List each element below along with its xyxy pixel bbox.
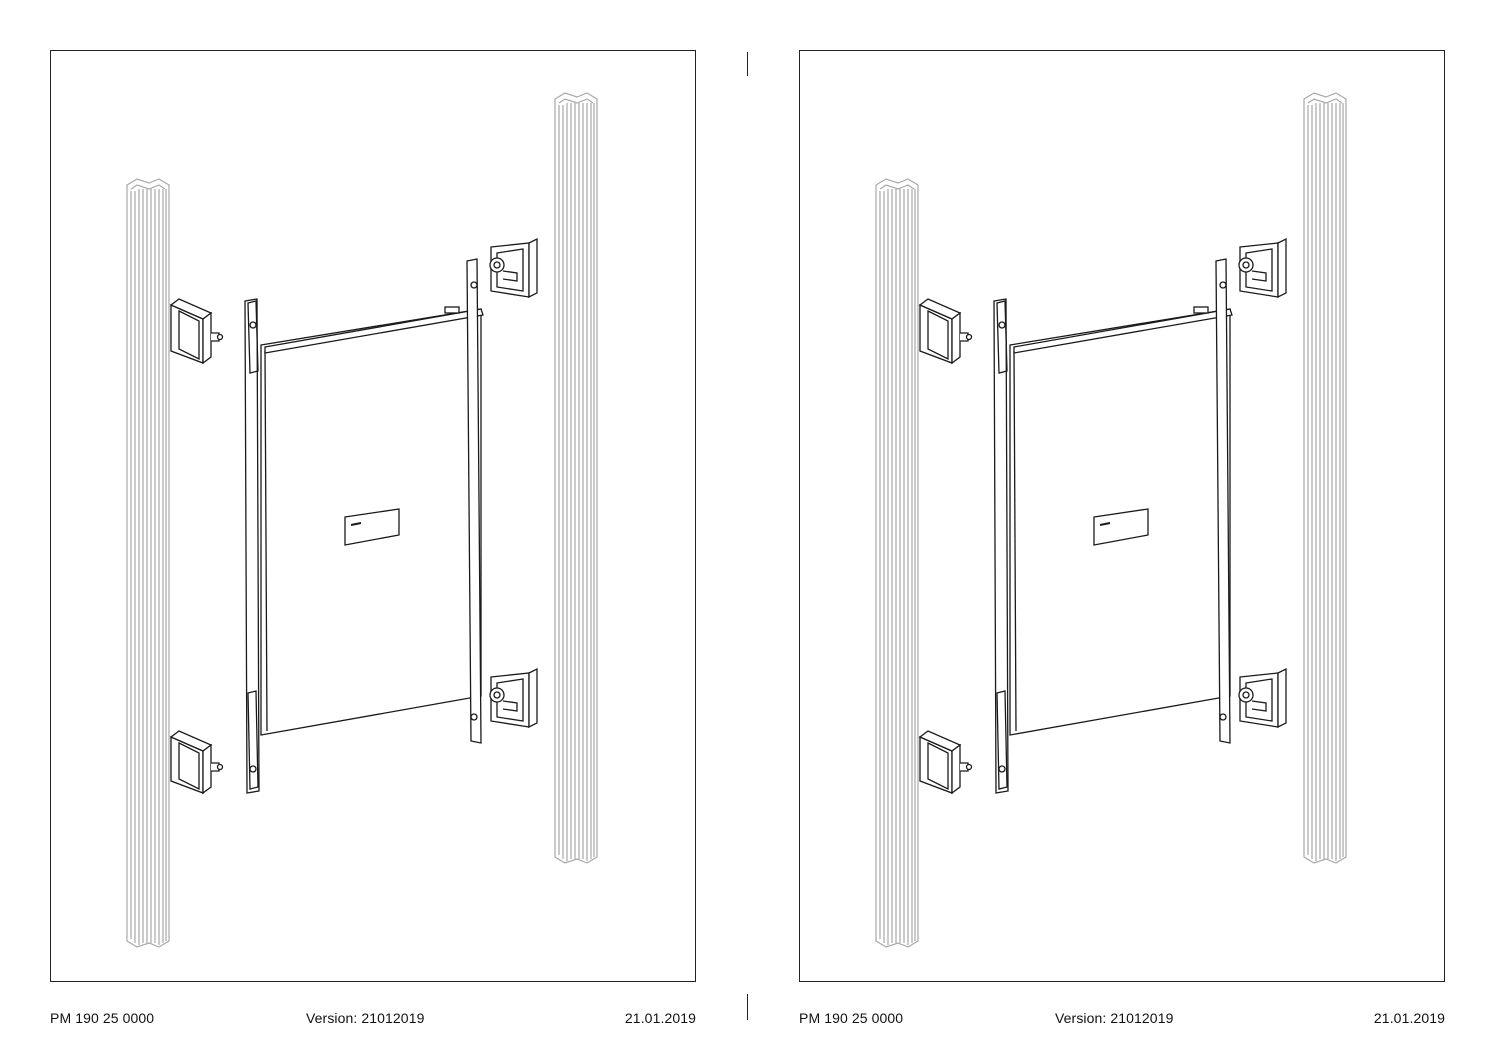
aluminium-post-right [554, 92, 598, 864]
mounting-clamp-top-left [169, 298, 224, 365]
crop-mark-bottom [747, 994, 748, 1020]
mounting-clamp-bottom-right [1238, 667, 1287, 729]
document-code: PM 190 25 0000 [50, 1010, 155, 1026]
mounting-clamp-bottom-left [169, 730, 224, 795]
document-date: 21.01.2019 [624, 1010, 696, 1026]
document-code: PM 190 25 0000 [799, 1010, 904, 1026]
illustration-frame [799, 50, 1445, 982]
panel-assembly [993, 258, 1233, 794]
mounting-diagram [126, 92, 598, 948]
page-right: PM 190 25 0000 Version: 21012019 21.01.2… [749, 0, 1497, 1058]
document-version: Version: 21012019 [306, 1010, 425, 1026]
aluminium-post-left [875, 178, 919, 948]
page-left: PM 190 25 0000 Version: 21012019 21.01.2… [0, 0, 748, 1058]
crop-mark-top [747, 52, 748, 76]
aluminium-post-left [126, 178, 170, 948]
mounting-clamp-top-right [489, 237, 538, 299]
mounting-clamp-bottom-left [918, 730, 973, 795]
document-date: 21.01.2019 [1373, 1010, 1445, 1026]
aluminium-post-right [1303, 92, 1347, 864]
illustration-frame [50, 50, 696, 982]
mounting-clamp-bottom-right [489, 667, 538, 729]
document-version: Version: 21012019 [1055, 1010, 1174, 1026]
mounting-diagram [875, 92, 1347, 948]
mounting-clamp-top-left [918, 298, 973, 365]
panel-assembly [244, 258, 484, 794]
mounting-clamp-top-right [1238, 237, 1287, 299]
